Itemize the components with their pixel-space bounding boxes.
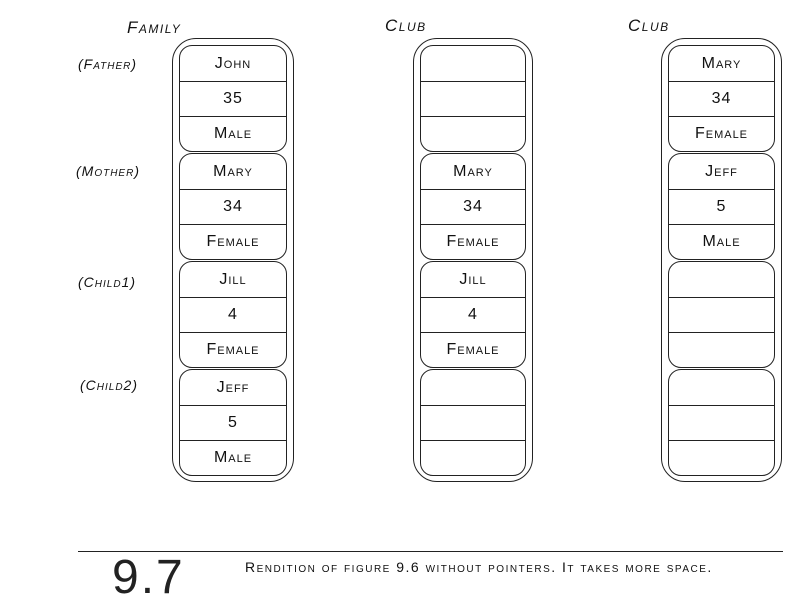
record-child2: Jeff 5 Male — [179, 369, 287, 476]
figure-number: 9.7 — [112, 551, 185, 604]
name-cell: Mary — [669, 46, 774, 82]
header-club-2: Club — [628, 16, 670, 35]
name-cell: Jill — [180, 262, 286, 298]
age-cell: 4 — [180, 297, 286, 333]
name-cell: Mary — [421, 154, 525, 190]
club-column-1: Mary 34 Female Jill 4 Female — [413, 38, 533, 482]
age-cell — [669, 297, 774, 333]
name-cell — [669, 262, 774, 298]
name-cell: Jeff — [669, 154, 774, 190]
record-slot-1: Mary 34 Female — [668, 45, 775, 152]
row-label-mother: (Mother) — [76, 163, 140, 179]
sex-cell: Female — [446, 341, 500, 358]
sex-cell: Female — [206, 341, 260, 358]
age-cell: 34 — [421, 189, 525, 225]
header-club-1: Club — [385, 16, 427, 35]
name-cell — [421, 46, 525, 82]
sex-cell: Male — [213, 449, 253, 466]
sex-cell: Female — [446, 233, 500, 250]
age-cell: 5 — [180, 405, 286, 441]
record-slot-4 — [668, 369, 775, 476]
family-column: John 35 Male Mary 34 Female Jill 4 Femal… — [172, 38, 294, 482]
row-label-child2: (Child2) — [80, 377, 139, 393]
sex-cell: Female — [694, 125, 749, 142]
record-father: John 35 Male — [179, 45, 287, 152]
row-label-child1: (Child1) — [78, 274, 137, 290]
name-cell — [421, 370, 525, 406]
sex-cell — [421, 116, 525, 151]
row-label-father: (Father) — [78, 56, 138, 72]
record-mother: Mary 34 Female — [179, 153, 287, 260]
age-cell: 35 — [180, 81, 286, 117]
record-slot-2: Jeff 5 Male — [668, 153, 775, 260]
age-cell: 34 — [669, 81, 774, 117]
caption-rule — [78, 551, 783, 552]
name-cell: Jeff — [180, 370, 286, 406]
record-slot-4 — [420, 369, 526, 476]
age-cell: 34 — [180, 189, 286, 225]
record-slot-3: Jill 4 Female — [420, 261, 526, 368]
sex-cell — [669, 332, 774, 367]
name-cell — [669, 370, 774, 406]
club-column-2: Mary 34 Female Jeff 5 Male — [661, 38, 782, 482]
name-cell: John — [180, 46, 286, 82]
sex-cell — [669, 440, 774, 475]
sex-cell — [421, 440, 525, 475]
name-cell: Jill — [421, 262, 525, 298]
record-child1: Jill 4 Female — [179, 261, 287, 368]
age-cell: 4 — [421, 297, 525, 333]
sex-cell: Male — [702, 233, 741, 250]
age-cell — [421, 81, 525, 117]
header-family: Family — [127, 18, 182, 37]
sex-cell: Male — [213, 125, 253, 142]
age-cell: 5 — [669, 189, 774, 225]
name-cell: Mary — [180, 154, 286, 190]
record-slot-1 — [420, 45, 526, 152]
figure-caption: Rendition of figure 9.6 without pointers… — [245, 559, 713, 575]
record-slot-3 — [668, 261, 775, 368]
record-slot-2: Mary 34 Female — [420, 153, 526, 260]
age-cell — [669, 405, 774, 441]
age-cell — [421, 405, 525, 441]
sex-cell: Female — [206, 233, 260, 250]
